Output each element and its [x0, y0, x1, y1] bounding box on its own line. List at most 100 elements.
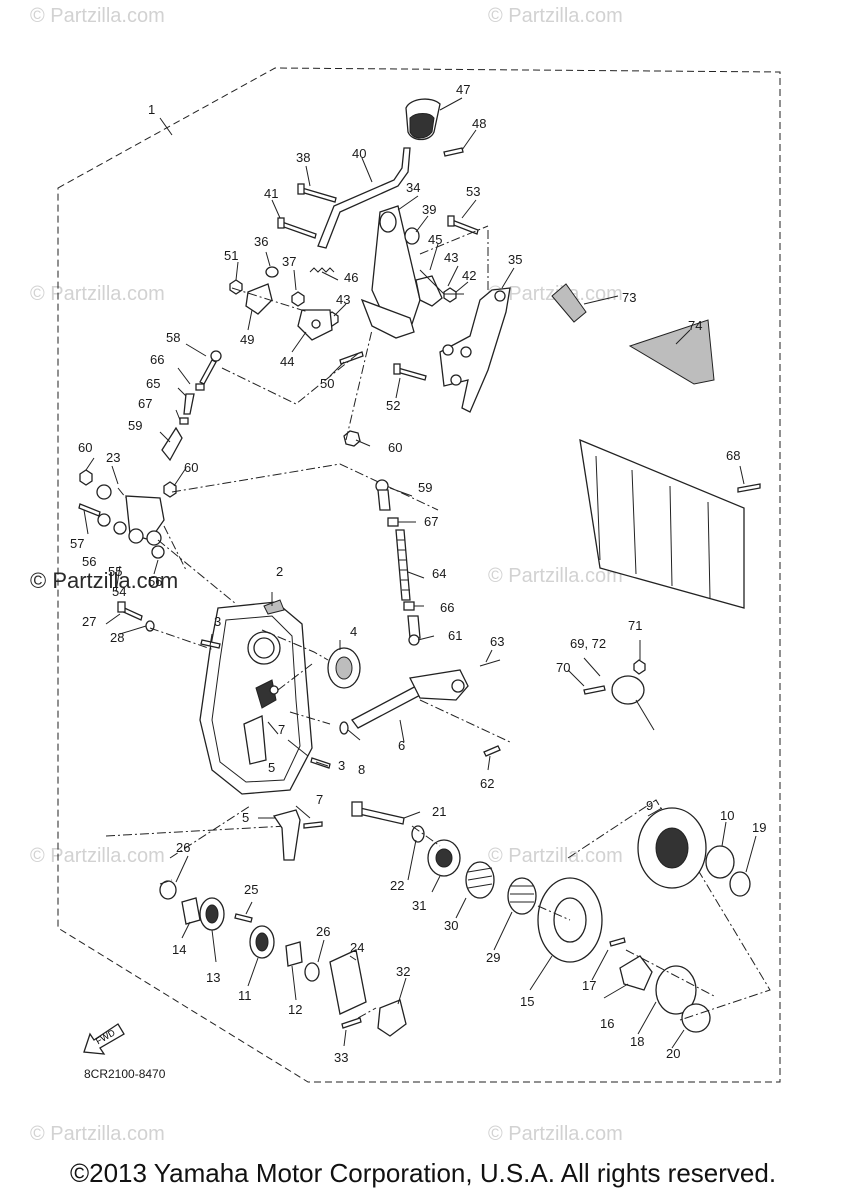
callout: 44 [280, 354, 294, 369]
callout: 18 [630, 1034, 644, 1049]
callout: 70 [556, 660, 570, 675]
collar [404, 227, 420, 245]
callout: 38 [296, 150, 310, 165]
link [415, 275, 443, 307]
assembly-lines [117, 463, 439, 605]
callout: 36 [254, 234, 268, 249]
nut [403, 601, 415, 611]
callout: 61 [448, 628, 462, 643]
splined-sleeve [507, 877, 537, 915]
callout: 59 [418, 480, 432, 495]
callout: 37 [282, 254, 296, 269]
rivet [737, 483, 761, 493]
callout: 34 [406, 180, 420, 195]
callout: 27 [82, 614, 96, 629]
shaft [329, 949, 367, 1015]
callout: 13 [206, 970, 220, 985]
callout: 21 [432, 804, 446, 819]
nut [633, 659, 646, 675]
callout: 45 [428, 232, 442, 247]
callout: 47 [456, 82, 470, 97]
gear-train [159, 879, 407, 1037]
bracket [245, 283, 273, 315]
cotter-pin [479, 659, 501, 667]
rod-end [161, 426, 183, 462]
nut [291, 291, 305, 307]
diagram-code: 8CR2100-8470 [84, 1067, 166, 1081]
washer [411, 825, 425, 843]
boss [146, 530, 162, 546]
callout: 32 [396, 964, 410, 979]
label [551, 283, 587, 323]
bearing [181, 897, 201, 925]
callout: 20 [666, 1046, 680, 1061]
callout: 2 [276, 564, 283, 579]
washer [113, 521, 127, 535]
callout: 39 [422, 202, 436, 217]
callout: 67 [424, 514, 438, 529]
boss [128, 528, 144, 544]
callout: 43 [444, 250, 458, 265]
pin [303, 821, 323, 829]
nut [179, 417, 189, 425]
bolt [280, 221, 317, 239]
bolt-head [297, 183, 305, 195]
rod-end-ball [210, 350, 222, 362]
nut [387, 517, 399, 527]
bolt-head [447, 215, 455, 227]
circlip [339, 721, 349, 735]
guard-folds [595, 455, 711, 599]
watermark: © Partzilla.com [488, 1123, 623, 1145]
callout: 71 [628, 618, 642, 633]
callout: 14 [172, 942, 186, 957]
spring [234, 913, 253, 923]
callout: 26 [176, 840, 190, 855]
callout-leaders [83, 97, 757, 1049]
bolt [78, 503, 101, 517]
callout: 8 [358, 762, 365, 777]
shift-shaft [339, 669, 511, 757]
plate-hole [450, 374, 462, 386]
bolt [583, 685, 606, 695]
callout: 54 [112, 584, 126, 599]
cam-plate [619, 955, 653, 991]
shaft [351, 683, 427, 729]
case-cover [105, 599, 361, 861]
rod-end [407, 615, 421, 639]
watermark: © Partzilla.com [30, 283, 165, 305]
callout: 7 [316, 792, 323, 807]
bolt [358, 807, 405, 825]
callout: 31 [412, 898, 426, 913]
sensor-wire [635, 699, 655, 731]
callout: 67 [138, 396, 152, 411]
callout: 62 [480, 776, 494, 791]
gear-hub [205, 904, 219, 924]
seal [729, 871, 751, 897]
bearing-bore [253, 637, 275, 659]
assembly-boundary [57, 67, 781, 1083]
callout: 59 [128, 418, 142, 433]
callout: 15 [520, 994, 534, 1009]
gear-hub [655, 827, 689, 869]
sensor [611, 675, 645, 705]
callout: 3 [214, 614, 221, 629]
callout: 65 [146, 376, 160, 391]
watermark: © Partzilla.com [30, 5, 165, 27]
callout: 5 [242, 810, 249, 825]
circlip [655, 965, 697, 1015]
callout: 50 [320, 376, 334, 391]
cover-body [199, 601, 313, 795]
bolt [609, 937, 626, 947]
nut [443, 287, 457, 303]
assembly-lines [221, 225, 489, 441]
callout: 1 [148, 102, 155, 117]
callout: 25 [244, 882, 258, 897]
assembly-lines [159, 879, 377, 1019]
callout: 17 [582, 978, 596, 993]
washer [265, 266, 279, 278]
callout: 40 [352, 146, 366, 161]
spring-coils [467, 867, 493, 889]
shaft-hole [269, 685, 279, 695]
lever [272, 809, 301, 861]
rod-end-ball [408, 634, 420, 646]
